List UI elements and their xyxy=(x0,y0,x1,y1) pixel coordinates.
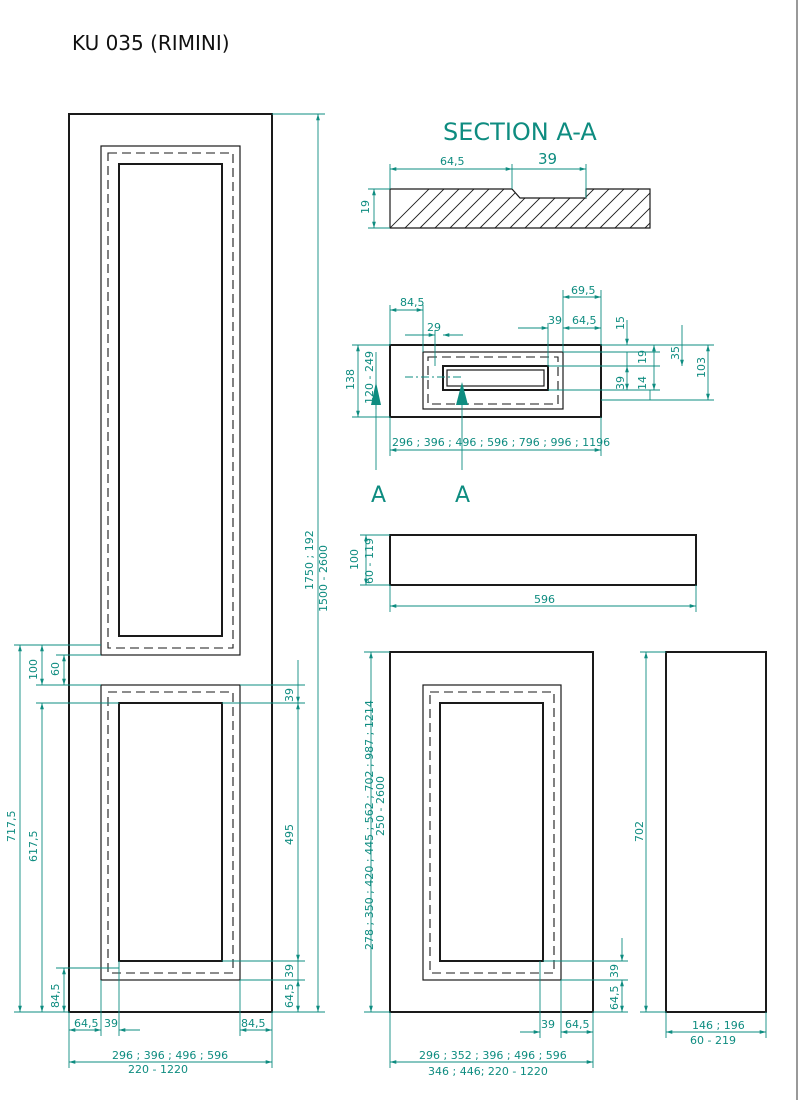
dim-64-5-side: 64,5 xyxy=(283,984,296,1009)
tall-width-range: 220 - 1220 xyxy=(128,1063,188,1076)
bottom-84-5: 84,5 xyxy=(241,1017,266,1030)
medium-dim-64-5: 64,5 xyxy=(608,986,621,1011)
drawer-dim-60-119: 60 - 119 xyxy=(363,538,376,584)
tall-height-range: 1500 - 2600 xyxy=(317,545,330,612)
medium-door: 278 ; 350 ; 420 ; 445 ; 562 ; 702 ; 987 … xyxy=(363,651,628,1078)
top-view-outline xyxy=(389,344,602,418)
bottom-39: 39 xyxy=(104,1017,118,1030)
drawer-dim-100: 100 xyxy=(348,549,361,570)
dim-84-5: 84,5 xyxy=(49,984,62,1009)
medium-width-options: 296 ; 352 ; 396 ; 496 ; 596 xyxy=(419,1049,567,1062)
top-view-inner xyxy=(442,365,549,391)
drawer-dim-596: 596 xyxy=(534,593,555,606)
top-dim-138: 138 xyxy=(344,369,357,390)
top-view-inner2 xyxy=(446,369,545,387)
dim-495: 495 xyxy=(283,824,296,845)
medium-door-outline xyxy=(389,651,594,1013)
top-view-frame xyxy=(422,351,564,410)
upper-panel-outer xyxy=(100,145,241,656)
top-dim-120-249: 120 - 249 xyxy=(363,351,376,404)
top-view-dash xyxy=(427,356,559,405)
drawing-title: KU 035 (RIMINI) xyxy=(72,31,230,55)
section-profile: 64,5 39 19 xyxy=(359,150,651,229)
lower-panel-inner xyxy=(118,702,223,962)
top-dim-14: 14 xyxy=(636,376,649,390)
top-dim-39: 39 xyxy=(548,314,562,327)
upper-panel-inner xyxy=(118,163,223,637)
drawer-front: 100 60 - 119 596 xyxy=(348,534,697,612)
top-dim-39-low: 39 xyxy=(614,376,627,390)
section-label-left: A xyxy=(371,483,386,508)
side-width-options: 146 ; 196 xyxy=(692,1019,745,1032)
dim-617-5: 617,5 xyxy=(27,831,40,863)
dim-60: 60 xyxy=(49,662,62,676)
medium-dim-39: 39 xyxy=(608,964,621,978)
section-dim-39: 39 xyxy=(538,150,557,168)
medium-panel-outer xyxy=(422,684,562,981)
dim-100: 100 xyxy=(27,659,40,680)
top-dim-29: 29 xyxy=(427,321,441,334)
top-dim-84-5: 84,5 xyxy=(400,296,425,309)
top-dim-103: 103 xyxy=(695,357,708,378)
dim-717-5: 717,5 xyxy=(5,811,18,843)
tall-door xyxy=(68,113,273,1013)
medium-panel-dash xyxy=(429,691,555,974)
upper-panel-dash xyxy=(107,152,234,649)
lower-panel-outer xyxy=(100,684,241,981)
tall-width-options: 296 ; 396 ; 496 ; 596 xyxy=(112,1049,228,1062)
dim-39-bottom: 39 xyxy=(283,964,296,978)
side-width-range: 60 - 219 xyxy=(690,1034,736,1047)
medium-bottom-64-5: 64,5 xyxy=(565,1018,590,1031)
top-dim-35: 35 xyxy=(669,346,682,360)
section-label-right: A xyxy=(455,483,470,508)
drawer-front-outline xyxy=(389,534,697,586)
tall-height-dims: 1750 ; 192 xyxy=(303,530,316,590)
section-dim-19: 19 xyxy=(359,200,372,214)
section-dim-64-5: 64,5 xyxy=(440,155,465,168)
top-view: 84,5 29 69,5 39 64,5 15 19 35 103 39 14 xyxy=(344,284,714,508)
bottom-64-5: 64,5 xyxy=(74,1017,99,1030)
lower-panel-dash xyxy=(107,691,234,974)
dim-39-top: 39 xyxy=(283,688,296,702)
top-dim-19: 19 xyxy=(636,350,649,364)
side-panel-outline xyxy=(665,651,767,1013)
side-panel: 702 146 ; 196 60 - 219 xyxy=(633,651,767,1047)
top-dim-15: 15 xyxy=(614,316,627,330)
top-dim-64-5: 64,5 xyxy=(572,314,597,327)
side-dim-702: 702 xyxy=(633,821,646,842)
top-dim-69-5: 69,5 xyxy=(571,284,596,297)
tall-door-dimensions: 1750 ; 192 1500 - 2600 717,5 617,5 100 6… xyxy=(5,113,330,1076)
tall-door-outline xyxy=(68,113,273,1013)
top-width-options: 296 ; 396 ; 496 ; 596 ; 796 ; 996 ; 1196 xyxy=(392,436,610,449)
section-title: SECTION A-A xyxy=(443,118,597,146)
medium-panel-inner xyxy=(439,702,544,962)
medium-width-options-2: 346 ; 446; 220 - 1220 xyxy=(428,1065,548,1078)
medium-height-options: 278 ; 350 ; 420 ; 445 ; 562 ; 702 ; 987 … xyxy=(363,700,376,950)
medium-height-range: 250 - 2600 xyxy=(374,776,387,836)
medium-bottom-39: 39 xyxy=(541,1018,555,1031)
